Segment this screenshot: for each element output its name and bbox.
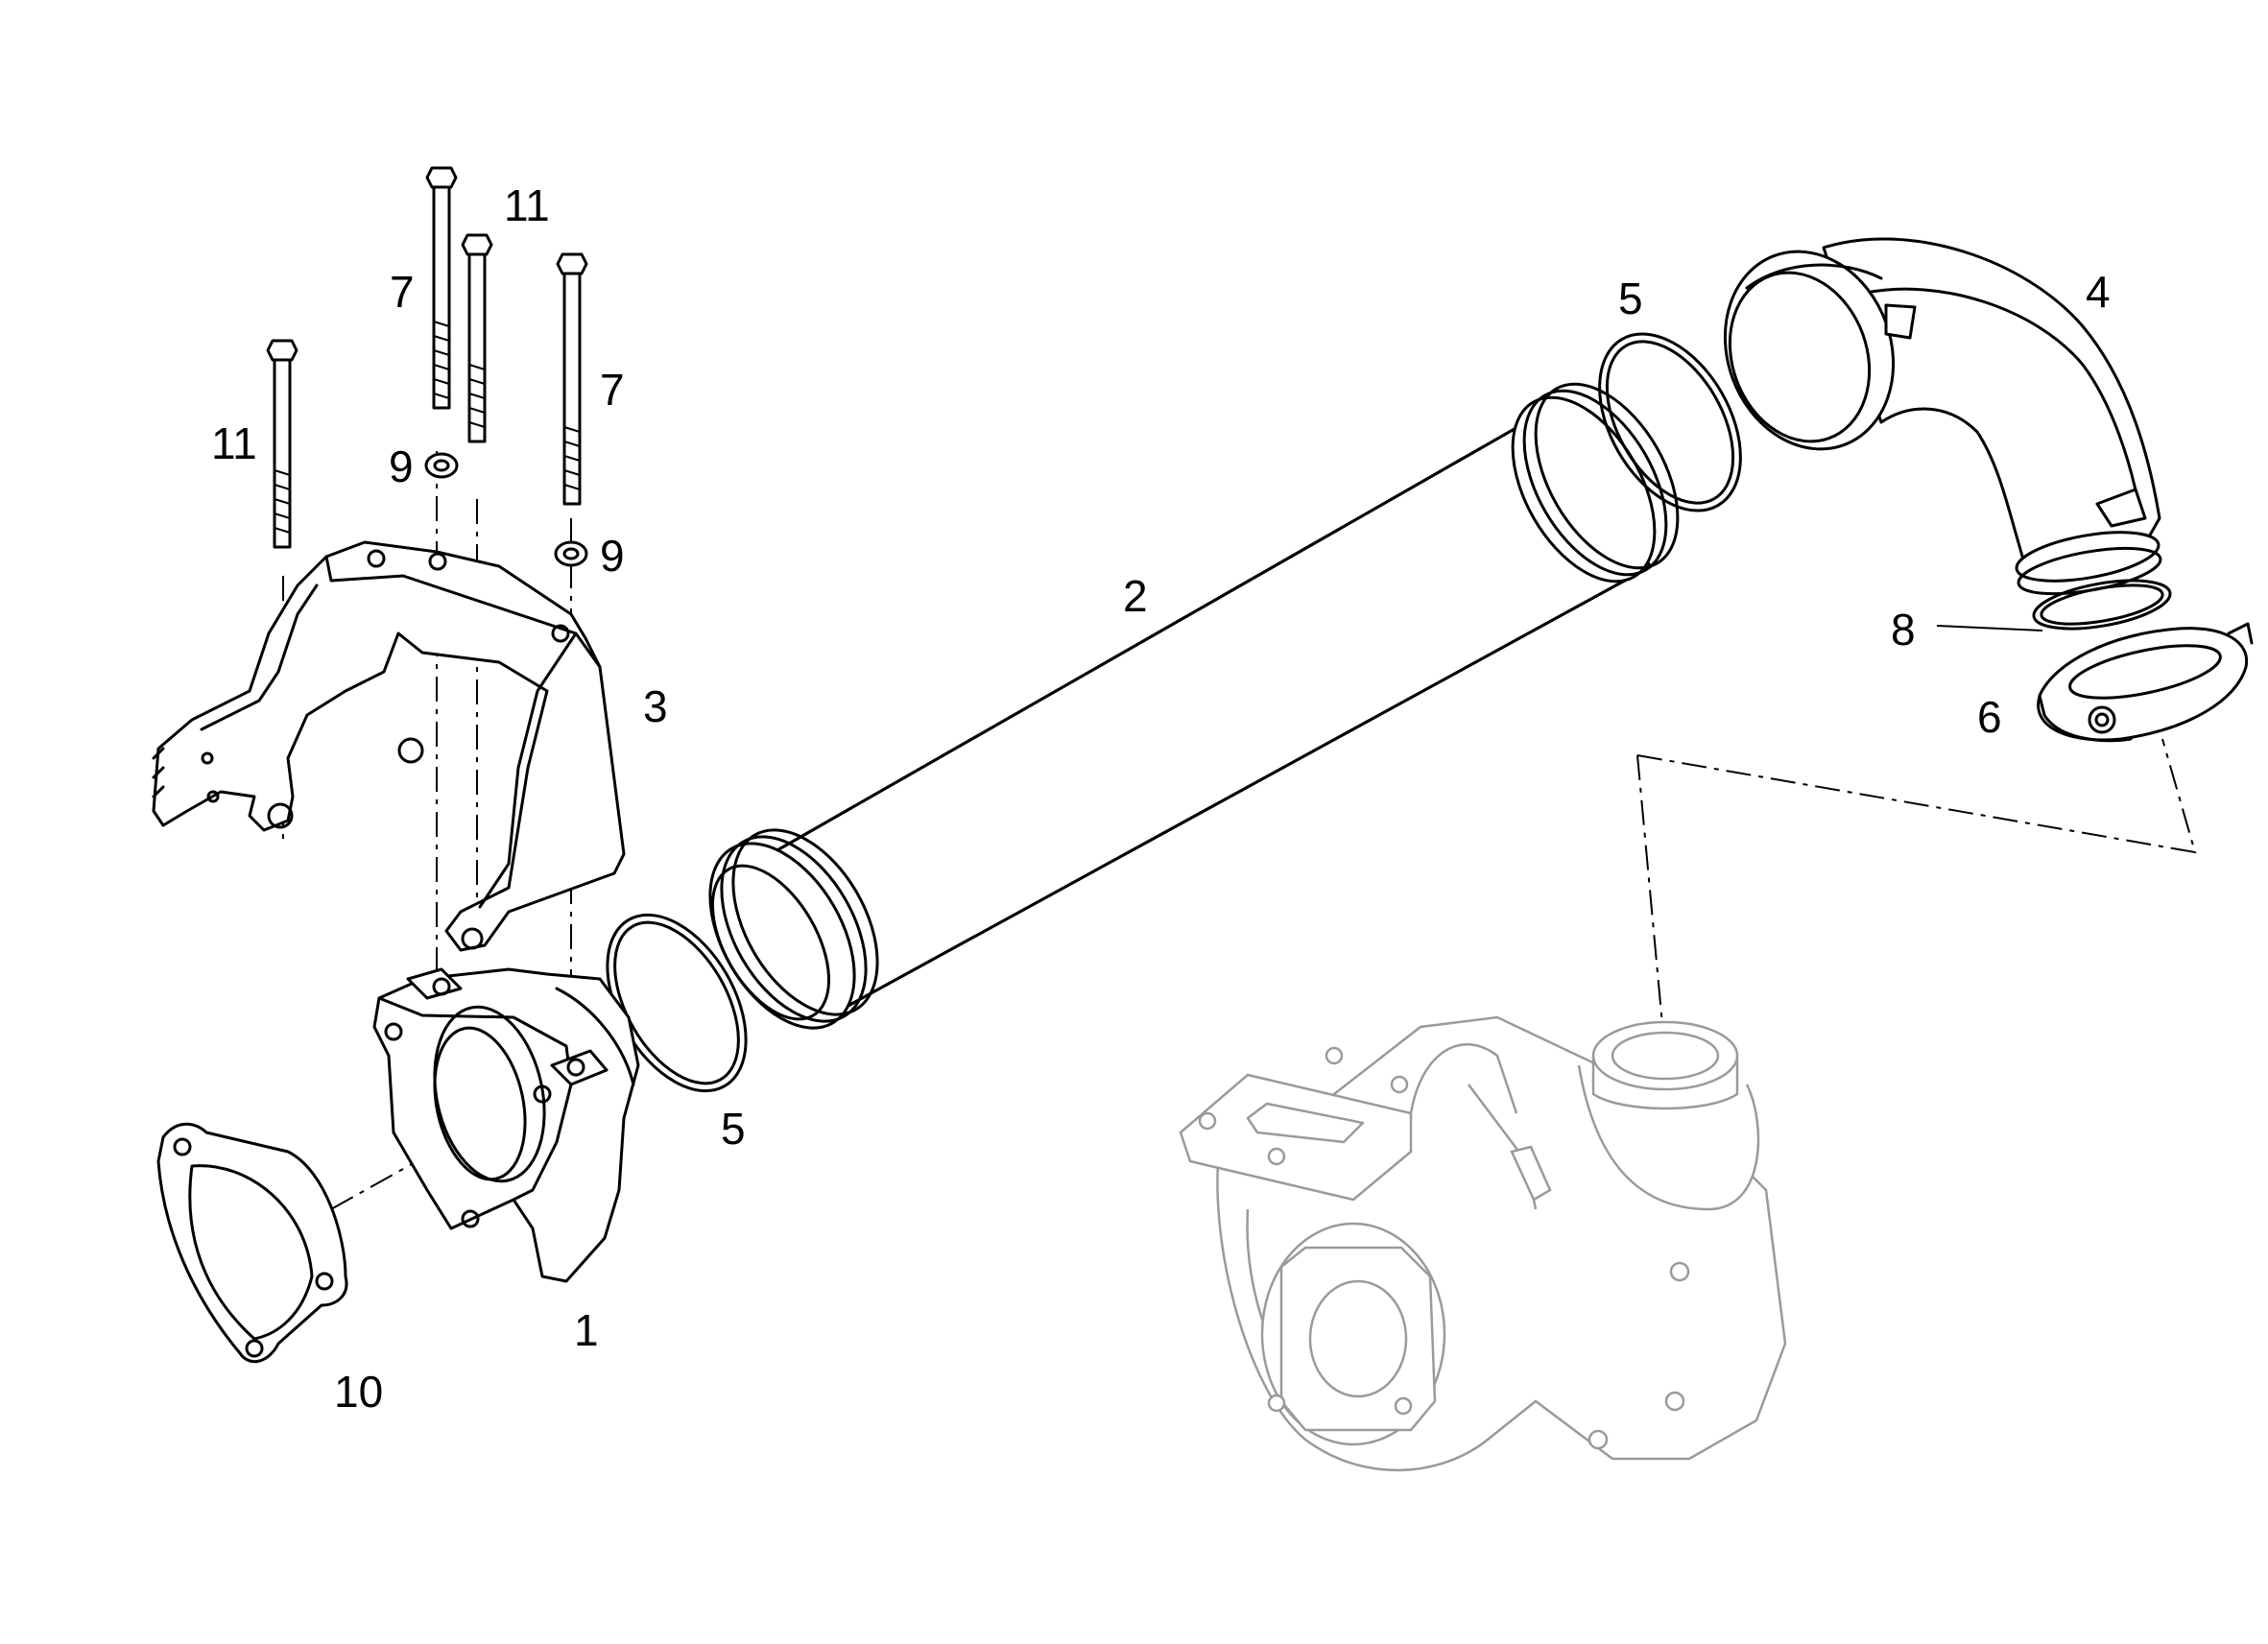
callout-o-ring: 8 [1891,605,1916,655]
callout-bracket: 3 [643,681,668,731]
callout-seal-ring-right: 5 [1618,274,1643,323]
callout-washer-left: 9 [389,441,414,491]
leader-o-ring [1936,625,2043,631]
callout-bolt-long-right: 7 [600,365,625,415]
callout-housing: 1 [574,1305,599,1355]
callout-clamp: 6 [1977,692,2002,742]
callout-tube: 2 [1123,571,1148,621]
gasket [156,1122,348,1364]
elbow [1723,237,2162,596]
callout-bolt-long-center: 7 [390,267,415,317]
seal-ring-right [1598,332,1742,512]
callout-seal-ring-left: 5 [721,1104,746,1154]
bracket [152,540,626,952]
washer-right [554,540,588,567]
callout-washer-right: 9 [600,531,625,581]
bolt-long-center [425,166,458,410]
bolt-center [461,233,493,443]
tube [708,382,1680,1030]
callout-bolt-left: 11 [211,418,257,468]
turbocharger [1179,1015,1787,1472]
callout-gasket: 10 [334,1367,383,1417]
bolt-left [266,339,298,549]
bolt-long-right [556,252,588,506]
callout-elbow: 4 [2086,267,2111,317]
o-ring [2032,579,2172,631]
clamp [2037,622,2254,743]
callout-bolt-center: 11 [504,180,550,230]
housing [372,967,640,1283]
washer-left [424,452,459,479]
